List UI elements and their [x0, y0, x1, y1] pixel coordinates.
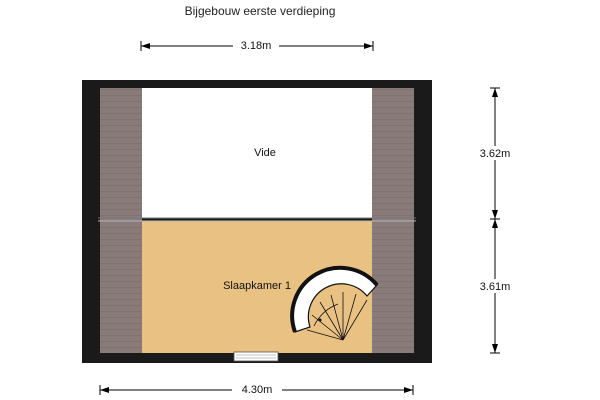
dimension-right-upper-label: 3.62m [480, 148, 511, 160]
room-label-vide: Vide [254, 147, 276, 159]
spiral-staircase-icon [290, 265, 379, 341]
dimension-top: 3.18m [140, 38, 374, 52]
drawing-title: Bijgebouw eerste verdieping [184, 4, 336, 18]
room-label-slaapkamer: Slaapkamer 1 [223, 280, 291, 292]
dimension-top-label: 3.18m [241, 40, 272, 52]
dimension-bottom: 4.30m [99, 382, 414, 396]
dimension-bottom-label: 4.30m [242, 384, 273, 396]
dimension-right-lower-label: 3.61m [480, 281, 511, 293]
bedroom-area [142, 221, 372, 353]
vide-area [142, 88, 372, 218]
window-icon [233, 351, 279, 362]
dimension-right: 3.62m 3.61m [470, 87, 520, 354]
